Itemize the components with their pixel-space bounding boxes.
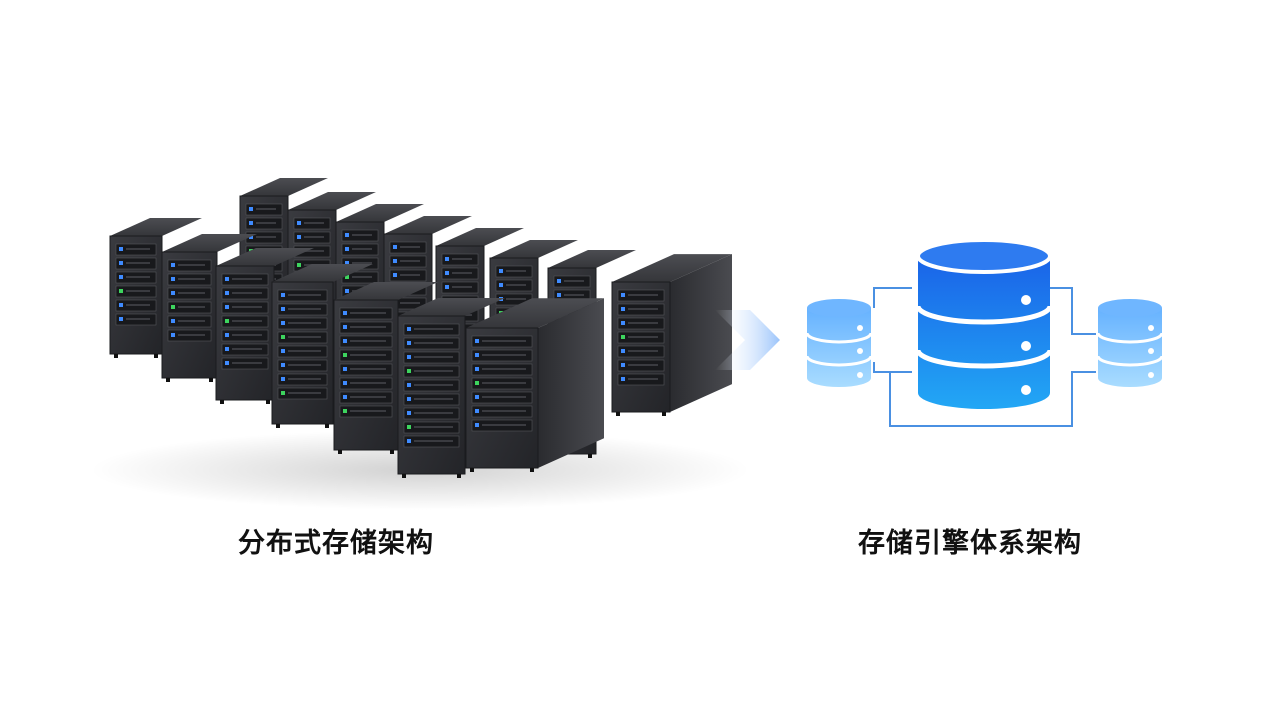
side-database-left-icon <box>805 299 873 387</box>
server-rack-icon <box>333 282 438 454</box>
server-rack-icon <box>109 218 202 358</box>
server-rack-icon <box>397 298 505 478</box>
server-rack-icon <box>271 264 373 428</box>
side-database-right-icon <box>1096 299 1164 387</box>
server-rack-icon <box>465 298 604 472</box>
server-racks-illustration <box>90 178 750 510</box>
server-rack-group <box>109 178 732 478</box>
arrow-right-icon <box>715 310 780 370</box>
server-rack-icon <box>215 248 314 404</box>
storage-engine-diagram <box>805 238 1164 427</box>
right-caption: 存储引擎体系架构 <box>858 528 1082 559</box>
left-caption: 分布式存储架构 <box>238 528 434 559</box>
database-icon <box>915 238 1053 409</box>
server-rack-icon <box>611 254 732 416</box>
connector-lines <box>873 287 1096 427</box>
server-rack-icon <box>161 234 257 382</box>
